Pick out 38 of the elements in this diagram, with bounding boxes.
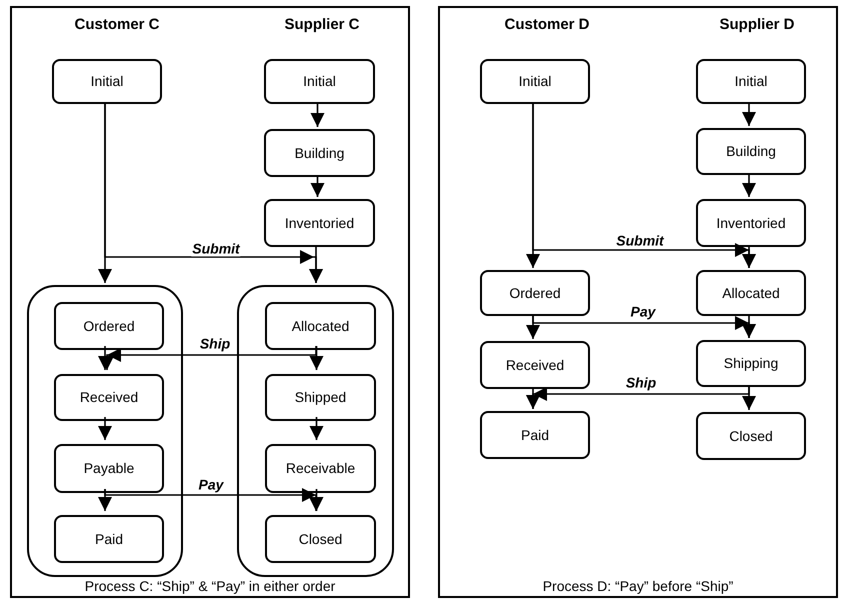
state-box: Inventoried — [696, 199, 806, 247]
lane-heading: Supplier C — [284, 14, 360, 35]
state-box: Paid — [54, 515, 164, 563]
process-caption: Process C: “Ship” & “Pay” in either order — [84, 578, 336, 594]
state-box: Initial — [264, 59, 375, 104]
lane-heading: Customer C — [74, 14, 160, 35]
lane-heading: Customer D — [504, 14, 590, 35]
edge-label: Submit — [191, 242, 241, 256]
state-box: Paid — [480, 411, 590, 459]
state-box: Allocated — [696, 270, 806, 316]
edge-label: Ship — [198, 336, 232, 352]
panel-frame — [438, 6, 838, 598]
state-box: Building — [696, 128, 806, 175]
state-box: Closed — [265, 515, 376, 563]
state-box: Shipping — [696, 340, 806, 387]
state-box: Closed — [696, 412, 806, 460]
panel-frame — [10, 6, 410, 598]
state-box: Payable — [54, 444, 164, 493]
state-box: Ordered — [480, 270, 590, 316]
process-caption: Process D: “Pay” before “Ship” — [542, 578, 734, 594]
edge-label: Submit — [615, 234, 665, 248]
state-box: Initial — [52, 59, 162, 104]
state-box: Allocated — [265, 302, 376, 350]
state-box: Received — [54, 374, 164, 421]
edge-label: Ship — [624, 376, 658, 390]
state-box: Inventoried — [264, 199, 375, 247]
state-box: Building — [264, 129, 375, 177]
state-box: Initial — [696, 59, 806, 104]
edge-label: Pay — [198, 478, 224, 492]
state-box: Shipped — [265, 374, 376, 421]
edge-label: Pay — [630, 304, 656, 320]
group-box — [237, 285, 394, 577]
state-box: Initial — [480, 59, 590, 104]
group-box — [27, 285, 183, 577]
state-box: Receivable — [265, 444, 376, 493]
state-box: Received — [480, 341, 590, 389]
lane-heading: Supplier D — [720, 14, 794, 35]
state-box: Ordered — [54, 302, 164, 350]
